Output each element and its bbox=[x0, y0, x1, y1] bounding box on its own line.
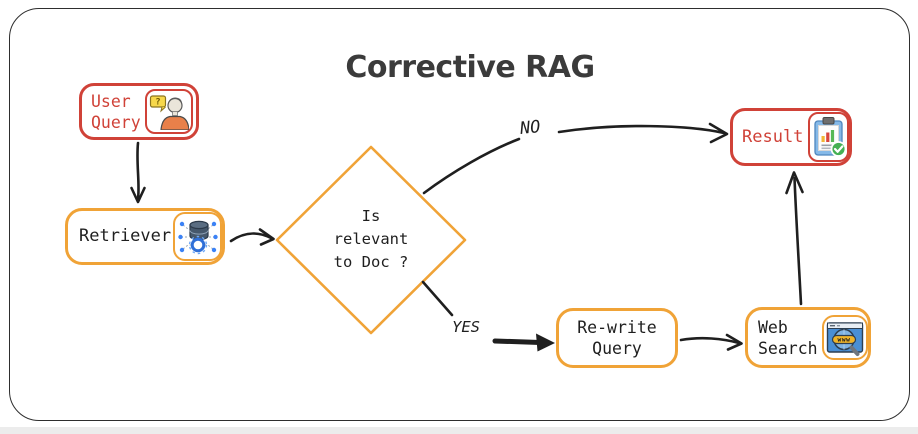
decision-diamond-shape bbox=[275, 145, 467, 335]
arrow-yes-to-rewrite bbox=[492, 338, 543, 345]
page-bottom-strip bbox=[0, 427, 918, 434]
decision-label: Is relevant to Doc ? bbox=[333, 207, 409, 271]
arrowhead-yes-to-rewrite bbox=[536, 333, 555, 352]
web-search-icon: www bbox=[821, 315, 868, 360]
arrowhead-no-to-result bbox=[708, 122, 729, 144]
report-check-icon bbox=[808, 112, 850, 162]
arrowhead-retriever-to-decision bbox=[258, 228, 275, 246]
node-user-query: User Query ? bbox=[79, 83, 199, 140]
question-mark-glyph: ? bbox=[155, 98, 160, 108]
retriever-label: Retriever bbox=[79, 226, 172, 246]
edge-decision-to-no-label bbox=[422, 137, 521, 195]
rewrite-query-label: Re-write Query bbox=[577, 318, 657, 358]
www-glyph: www bbox=[837, 336, 850, 343]
web-search-label: Web Search bbox=[758, 317, 818, 358]
node-web-search: Web Search www bbox=[745, 307, 871, 368]
arrow-websearch-to-result bbox=[793, 176, 803, 306]
node-retriever: Retriever bbox=[65, 208, 225, 265]
node-result: Result bbox=[730, 108, 852, 166]
edge-label-yes: YES bbox=[452, 318, 480, 336]
arrow-rewrite-to-websearch bbox=[679, 336, 741, 345]
arrow-no-to-result bbox=[557, 124, 726, 135]
diagram-title: Corrective RAG bbox=[345, 50, 595, 85]
arrowhead-websearch-to-result bbox=[785, 171, 804, 195]
user-query-label: User Query bbox=[91, 91, 141, 132]
edge-decision-to-yes-label bbox=[421, 280, 454, 317]
arrowhead-rewrite-to-websearch bbox=[725, 333, 743, 351]
user-question-icon: ? bbox=[144, 89, 193, 134]
node-rewrite-query: Re-write Query bbox=[556, 308, 678, 368]
vector-database-icon bbox=[173, 212, 222, 261]
edge-label-no: NO bbox=[519, 116, 542, 140]
arrowhead-user-to-retriever bbox=[130, 186, 146, 204]
result-label: Result bbox=[742, 126, 804, 147]
arrow-user-to-retriever bbox=[136, 141, 140, 201]
